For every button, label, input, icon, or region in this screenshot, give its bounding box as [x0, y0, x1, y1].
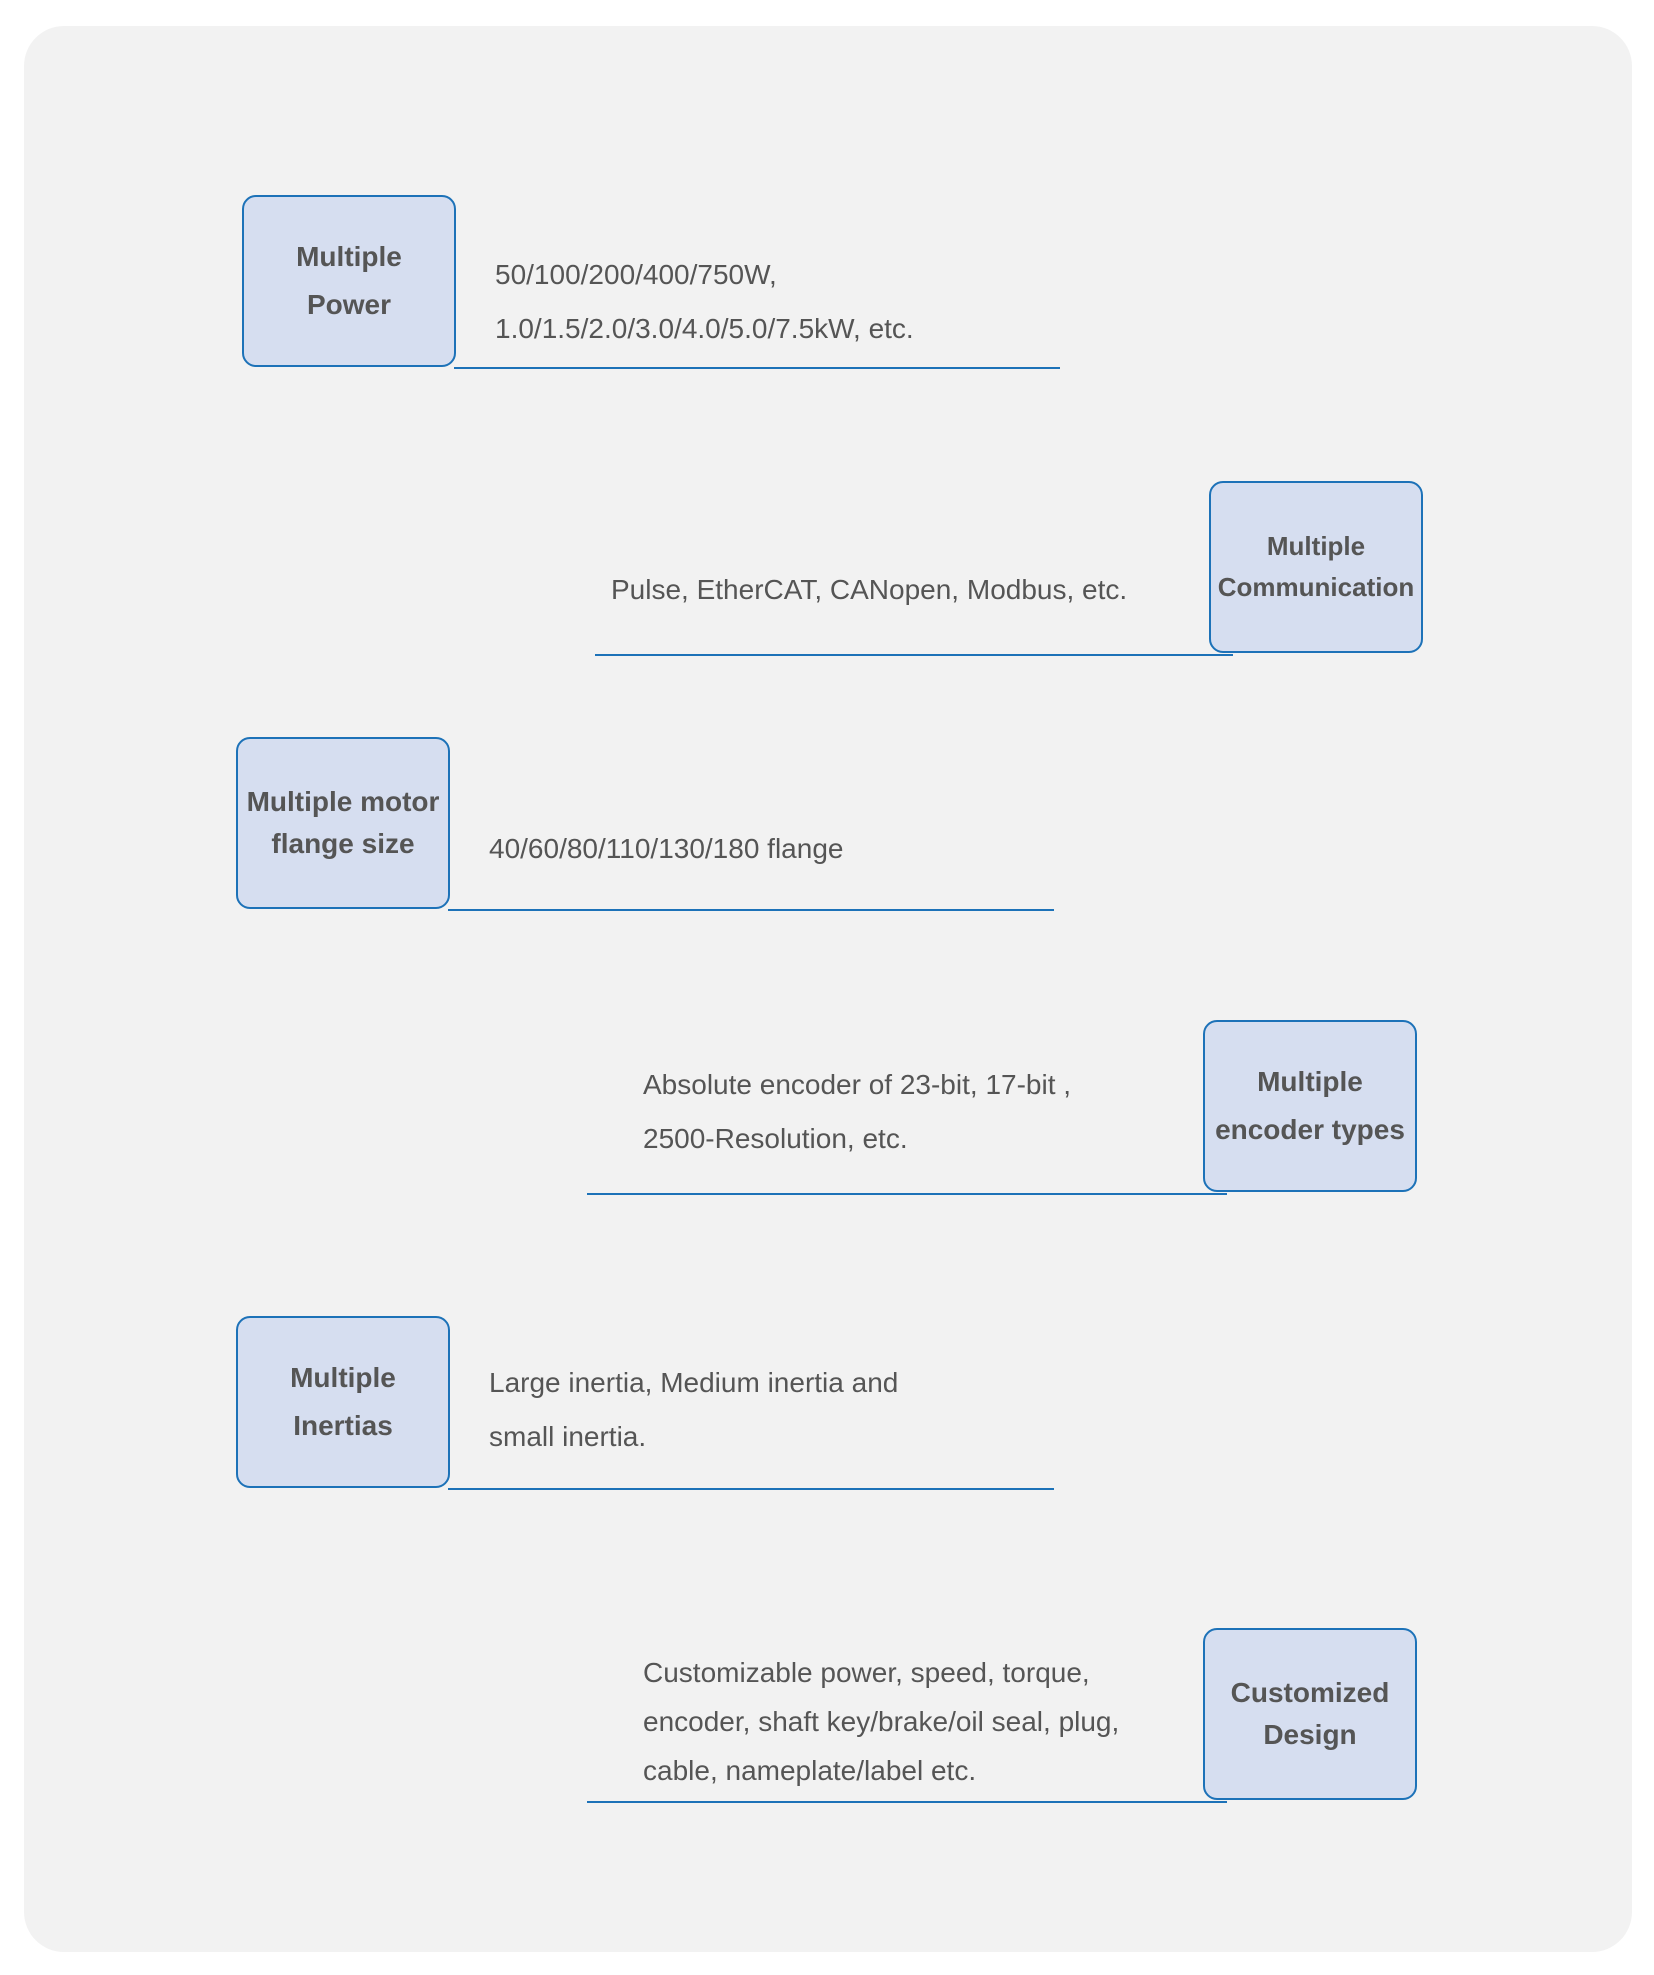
feature-underline — [595, 654, 1233, 656]
feature-title-box: Customized Design — [1203, 1628, 1417, 1800]
feature-description-line: cable, nameplate/label etc. — [643, 1755, 977, 1786]
feature-underline — [587, 1193, 1227, 1195]
feature-title-line: Multiple — [1266, 531, 1366, 561]
feature-title-box: Multiple encoder types — [1203, 1020, 1417, 1192]
feature-title-line: Inertias — [293, 1410, 393, 1441]
feature-description-line: 1.0/1.5/2.0/3.0/4.0/5.0/7.5kW, etc. — [495, 313, 914, 344]
feature-title-line: encoder types — [1215, 1114, 1405, 1145]
feature-title-box: Multiple Communication — [1209, 481, 1423, 653]
feature-description: 50/100/200/400/750W, 1.0/1.5/2.0/3.0/4.0… — [495, 248, 914, 356]
feature-title-line: Multiple motor — [246, 786, 440, 817]
feature-description: Pulse, EtherCAT, CANopen, Modbus, etc. — [611, 563, 1127, 617]
feature-description: 40/60/80/110/130/180 flange — [489, 822, 843, 876]
feature-description-line: Large inertia, Medium inertia and — [489, 1367, 899, 1398]
feature-title-box: Multiple motor flange size — [236, 737, 450, 909]
feature-title-line: Multiple — [296, 241, 402, 272]
feature-description-line: small inertia. — [489, 1421, 647, 1452]
feature-title-line: Multiple — [1257, 1066, 1363, 1097]
feature-title-line: flange size — [271, 828, 415, 859]
feature-title-line: Communication — [1217, 572, 1415, 602]
feature-title-box: Multiple Power — [242, 195, 456, 367]
feature-underline — [587, 1801, 1227, 1803]
feature-description-line: 2500-Resolution, etc. — [643, 1123, 908, 1154]
feature-title-line: Design — [1263, 1719, 1357, 1750]
feature-description-line: Absolute encoder of 23-bit, 17-bit , — [643, 1069, 1072, 1100]
feature-description-line: Pulse, EtherCAT, CANopen, Modbus, etc. — [611, 574, 1128, 605]
feature-description-line: Customizable power, speed, torque, — [643, 1657, 1090, 1688]
feature-description: Large inertia, Medium inertia and small … — [489, 1356, 898, 1464]
feature-underline — [448, 1488, 1054, 1490]
feature-title-line: Multiple — [290, 1362, 396, 1393]
feature-description: Absolute encoder of 23-bit, 17-bit , 250… — [643, 1058, 1071, 1166]
feature-title-box: Multiple Inertias — [236, 1316, 450, 1488]
feature-title-line: Power — [306, 289, 392, 320]
feature-underline — [454, 367, 1060, 369]
feature-description-line: encoder, shaft key/brake/oil seal, plug, — [643, 1706, 1120, 1737]
feature-description-line: 50/100/200/400/750W, — [495, 259, 777, 290]
feature-panel: Multiple Power 50/100/200/400/750W, 1.0/… — [24, 26, 1632, 1952]
feature-description: Customizable power, speed, torque, encod… — [643, 1648, 1119, 1795]
feature-description-line: 40/60/80/110/130/180 flange — [489, 833, 844, 864]
feature-title-line: Customized — [1230, 1677, 1390, 1708]
feature-underline — [448, 909, 1054, 911]
